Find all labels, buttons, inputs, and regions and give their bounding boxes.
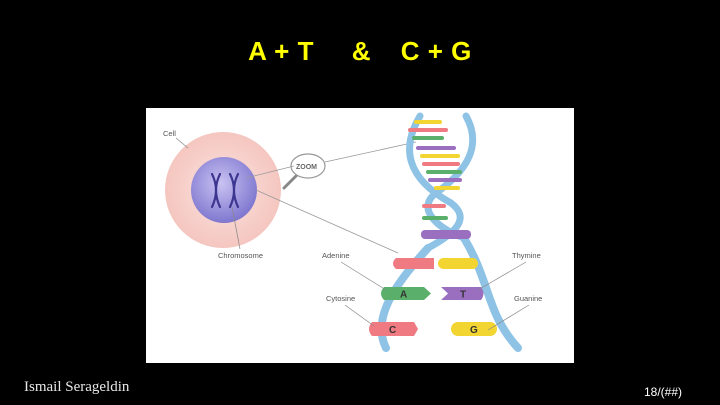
adenine-thymine-row-1 — [393, 258, 478, 269]
zoom-line-upper — [245, 165, 295, 179]
adenine-thymine-pair: A T — [381, 287, 484, 301]
base-pair-mid-purple — [421, 230, 471, 239]
chromosome-label: Chromosome — [218, 251, 263, 260]
cytosine-label: Cytosine — [326, 294, 355, 303]
thymine-label: Thymine — [512, 251, 541, 260]
author-name: Ismail Serageldin — [24, 379, 130, 395]
cell-nucleus — [191, 157, 257, 223]
cell-leader-line — [175, 137, 189, 149]
base-t-letter: T — [460, 290, 466, 301]
zoom-magnifier-icon: ZOOM — [282, 153, 326, 190]
dna-diagram-panel: Cell Chromosome ZOOM — [146, 108, 574, 363]
upper-base-pairs — [408, 120, 462, 220]
cell-label: Cell — [163, 129, 176, 138]
zoom-line-lower — [255, 189, 399, 254]
thymine-leader-line — [477, 261, 527, 291]
zoom-line-to-helix-top — [324, 141, 417, 163]
zoom-label: ZOOM — [296, 164, 317, 171]
title-pair-cg: C + G — [400, 36, 472, 66]
base-c-letter: C — [389, 325, 396, 336]
guanine-label: Guanine — [514, 294, 542, 303]
cytosine-guanine-pair: C G — [369, 322, 497, 336]
adenine-label: Adenine — [322, 251, 350, 260]
base-g-letter: G — [470, 325, 478, 336]
slide-number: 18/(##) — [643, 385, 682, 399]
slide-title: A + T & C + G — [0, 36, 720, 67]
title-pair-at: A + T — [248, 36, 314, 66]
title-ampersand: & — [351, 36, 371, 66]
cytosine-leader-line — [344, 304, 375, 327]
chromosome-leader-line — [231, 206, 241, 250]
adenine-leader-line — [340, 261, 387, 291]
guanine-leader-line — [487, 304, 530, 331]
chromosome-shape — [210, 172, 240, 209]
base-a-letter: A — [400, 290, 407, 301]
dna-diagram: Cell Chromosome ZOOM — [163, 112, 542, 352]
